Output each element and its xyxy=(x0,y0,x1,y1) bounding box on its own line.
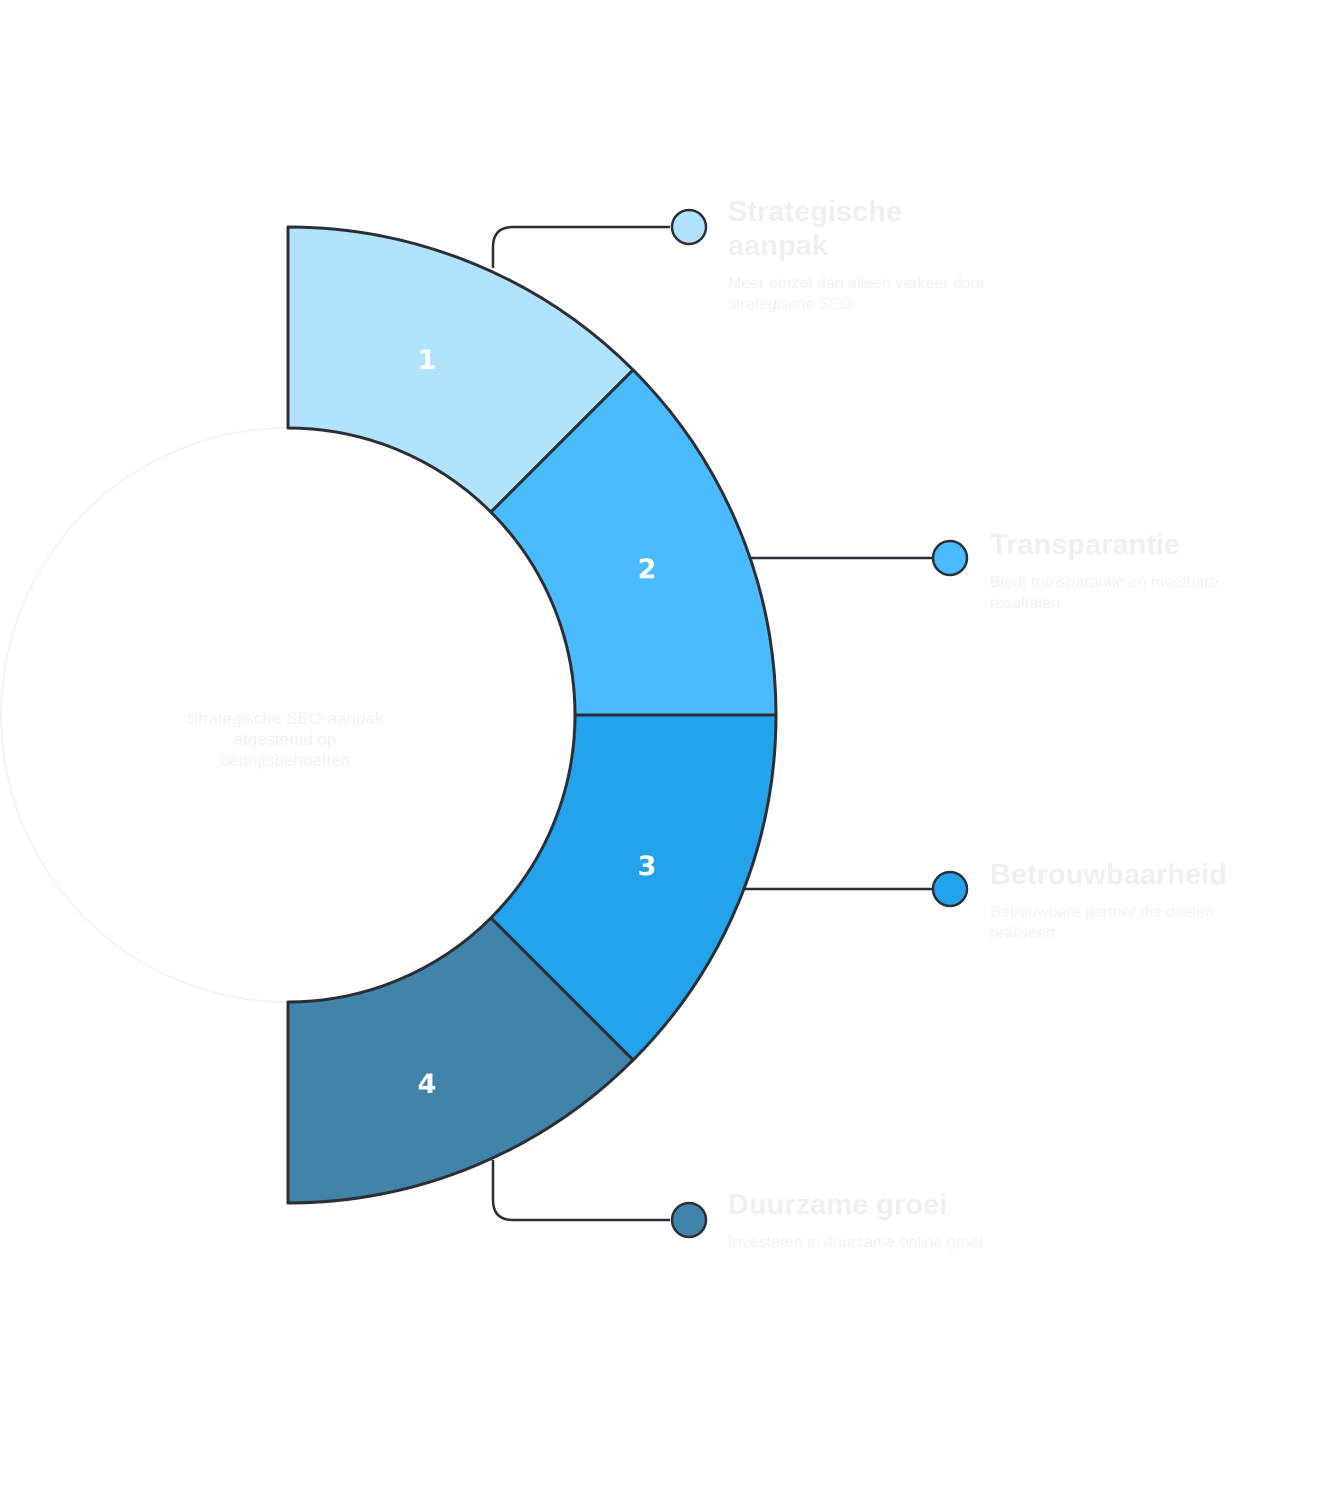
label-description-4: Investeren in duurzame online groei xyxy=(728,1234,983,1251)
segment-1 xyxy=(286,225,635,514)
label-title-1: Strategische aanpak xyxy=(728,196,903,262)
segment-2 xyxy=(489,368,778,717)
label-block-2: Transparantie Biedt transparantie en mee… xyxy=(990,528,1270,614)
label-description-1: Meer omzet dan alleen verkeer door strat… xyxy=(728,275,986,313)
label-block-4: Duurzame groei Investeren in duurzame on… xyxy=(728,1188,988,1253)
connector-dot-3 xyxy=(931,870,969,908)
segment-4-number: 4 xyxy=(418,1069,437,1100)
segment-2-number: 2 xyxy=(638,554,657,585)
segment-3 xyxy=(489,713,778,1062)
segment-1-number: 1 xyxy=(418,345,437,376)
connector-dot-2 xyxy=(931,539,969,577)
label-title-3: Betrouwbaarheid xyxy=(990,859,1227,891)
connector-dot-1 xyxy=(670,208,708,246)
label-description-3: Betrouwbare partner die doelen realiseer… xyxy=(990,904,1215,942)
label-title-4: Duurzame groei xyxy=(728,1189,948,1221)
connector-line-4 xyxy=(491,1160,670,1222)
segment-3-number: 3 xyxy=(638,851,657,882)
segment-4 xyxy=(286,916,635,1205)
label-title-2: Transparantie xyxy=(990,529,1181,561)
center-caption: Strategische SEO-aanpak afgestemd op bed… xyxy=(186,709,384,770)
label-block-3: Betrouwbaarheid Betrouwbare partner die … xyxy=(990,858,1270,944)
label-block-1: Strategische aanpak Meer omzet dan allee… xyxy=(728,195,988,315)
connector-dot-4 xyxy=(670,1201,708,1239)
connector-line-1 xyxy=(491,225,670,268)
label-description-2: Biedt transparantie en meetbare resultat… xyxy=(990,574,1219,612)
